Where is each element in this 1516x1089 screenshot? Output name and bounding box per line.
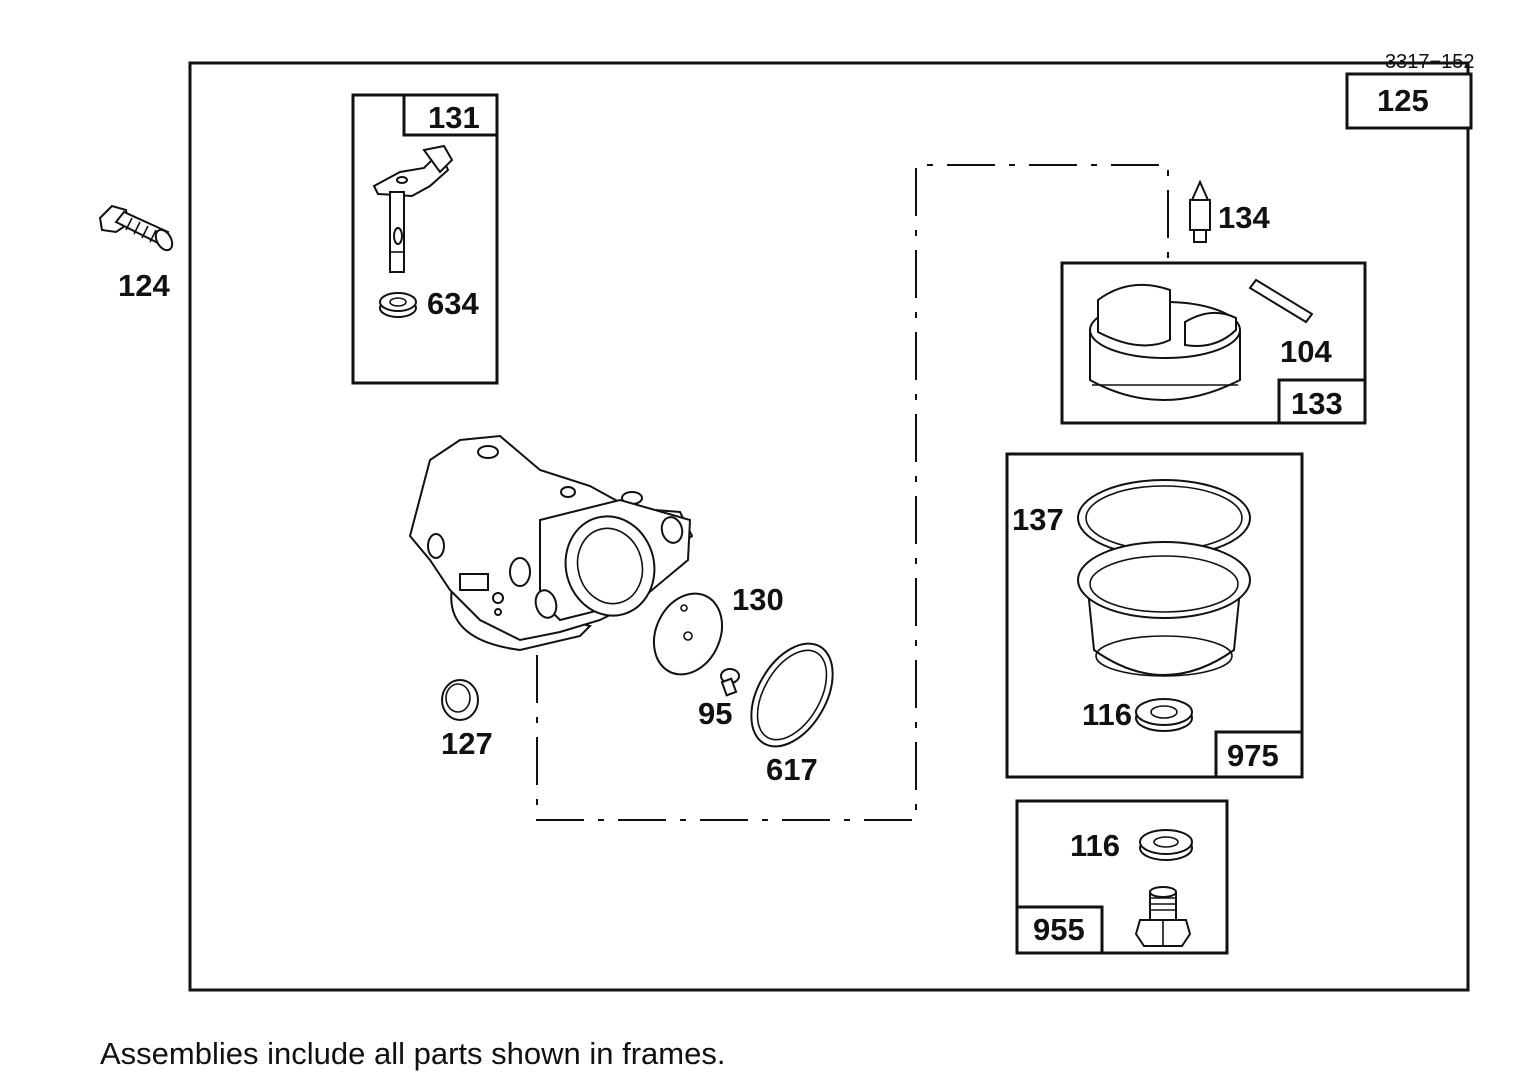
part-number-welch-plug: 127 <box>441 726 493 761</box>
throttle-plate-part <box>652 592 724 676</box>
frame-label-main: 125 <box>1377 83 1429 118</box>
frame-label-box-float <box>1277 378 1367 425</box>
frame-label-float: 133 <box>1291 386 1343 421</box>
frame-main <box>188 61 1470 992</box>
drawing-reference: 3317−152 <box>1385 51 1475 73</box>
throttle-screw-part <box>720 668 740 697</box>
bowl-washer-part <box>1135 698 1193 732</box>
frame-label-box-choke-shaft <box>402 93 499 137</box>
welch-plug-part <box>441 679 479 721</box>
part-number-choke-shaft-seal: 634 <box>427 286 479 321</box>
part-number-needle: 134 <box>1218 200 1270 235</box>
part-number-bowl-gasket: 137 <box>1012 502 1064 537</box>
frame-label-box-bowl-nut-kit <box>1015 905 1104 955</box>
frame-label-box-bowl <box>1214 730 1304 779</box>
part-number-hinge-pin: 104 <box>1280 334 1332 369</box>
float-part <box>1089 283 1241 401</box>
footnote-caption: Assemblies include all parts shown in fr… <box>100 1036 726 1071</box>
kit-washer-part <box>1139 829 1193 861</box>
frame-bowl <box>1005 452 1304 779</box>
frame-float <box>1060 261 1367 425</box>
bolt-part <box>98 204 174 252</box>
choke-shaft-part <box>372 144 454 273</box>
frame-label-box-main <box>1345 72 1473 130</box>
hinge-pin-part <box>1248 278 1314 324</box>
frame-choke-shaft <box>351 93 499 385</box>
part-number-kit-washer: 116 <box>1070 828 1120 863</box>
part-number-throttle-plate: 130 <box>732 582 784 617</box>
frame-label-choke-shaft: 131 <box>428 100 480 135</box>
intake-gasket-part <box>750 642 834 748</box>
bowl-nut-part <box>1134 886 1192 947</box>
part-number-throttle-screw: 95 <box>698 696 732 731</box>
carburetor-body-part <box>408 434 694 652</box>
frame-label-bowl: 975 <box>1227 738 1279 773</box>
needle-part <box>1189 179 1211 243</box>
part-number-intake-gasket: 617 <box>766 752 818 787</box>
bowl-part <box>1077 541 1251 677</box>
choke-shaft-seal-part <box>379 292 417 318</box>
frame-label-bowl-nut-kit: 955 <box>1033 912 1085 947</box>
part-number-bowl-washer: 116 <box>1082 697 1132 732</box>
frame-bowl-nut-kit <box>1015 799 1229 955</box>
part-number-bolt: 124 <box>118 268 170 303</box>
